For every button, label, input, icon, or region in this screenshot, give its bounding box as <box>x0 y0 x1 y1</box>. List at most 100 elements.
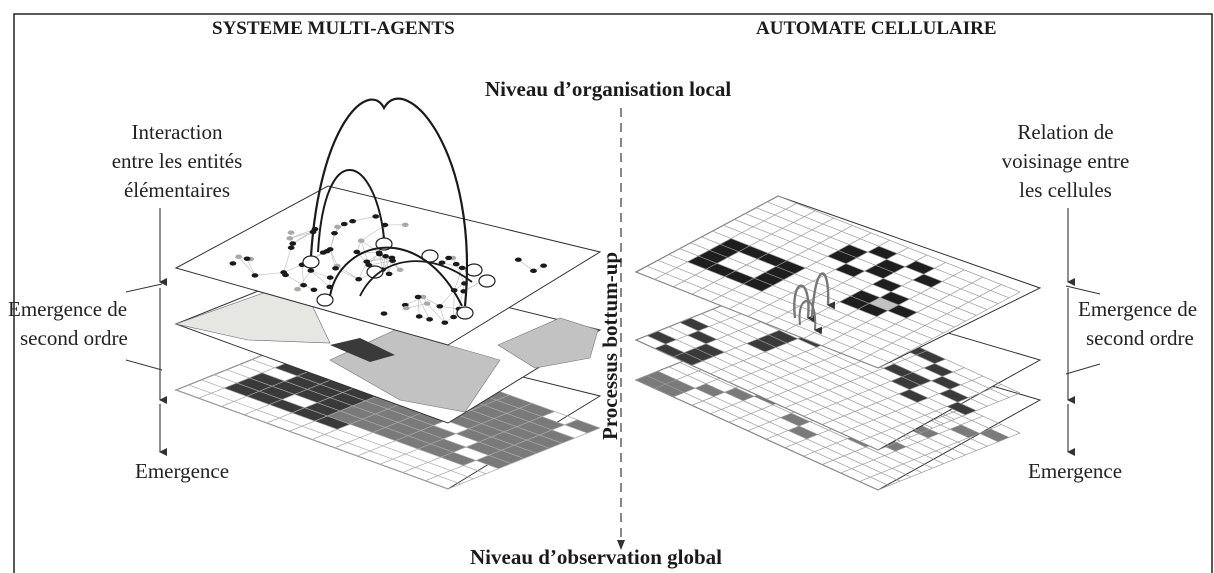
right-top-black-cell <box>757 253 787 267</box>
right-top-gridline <box>821 269 965 347</box>
agent-link <box>441 262 463 269</box>
left-top-agent-layer <box>174 185 602 346</box>
right-top-gridline <box>859 284 1002 361</box>
left-bottom-mid-cell <box>350 419 386 433</box>
left-bottom-mid-cell <box>456 428 492 442</box>
left-bottom-mid-cell <box>564 419 600 434</box>
right-bottom-gridline <box>840 415 983 474</box>
right-middle-gridline <box>635 339 879 451</box>
right-bracket-bottom <box>1065 363 1101 375</box>
left-bottom-mid-cell <box>385 422 421 436</box>
left-bottom-dark-cell <box>342 387 378 401</box>
agent-dot <box>419 294 427 300</box>
left-bottom-dark-cell <box>330 392 366 406</box>
right-middle-dark-cell <box>684 348 714 361</box>
right-middle-dark-cell <box>757 334 787 348</box>
right-middle-gridline <box>877 392 1021 451</box>
left-bottom-gridline <box>447 427 601 490</box>
left-bottom-mid-cell <box>365 395 401 409</box>
agent-dot <box>514 257 522 262</box>
agent-dot <box>382 254 390 259</box>
agent-dot <box>452 261 460 267</box>
agent-link <box>297 270 312 290</box>
agent-dot <box>229 261 237 266</box>
agent-dot <box>286 236 294 241</box>
left-second-line-1: Emergence de <box>8 297 128 321</box>
right-top-gridline <box>710 225 853 302</box>
neighbour-arc-2 <box>810 272 836 319</box>
agent-link <box>417 296 430 320</box>
right-middle-gridline <box>668 326 911 438</box>
agent-link <box>439 306 446 323</box>
left-bottom-mid-cell <box>468 423 504 437</box>
agent-dot <box>458 265 466 271</box>
right-bottom-mid-cell <box>780 413 810 427</box>
left-emergence-label: Emergence <box>135 459 230 483</box>
right-top-gridline <box>691 217 835 295</box>
right-bottom-mid-cell <box>646 371 677 385</box>
left-bottom-dark-cell <box>294 389 330 403</box>
agent-link <box>453 290 455 318</box>
left-bottom-dark-cell <box>236 377 272 392</box>
left-header: SYSTEME MULTI-AGENTS <box>212 18 455 39</box>
right-top-gridline <box>728 232 872 310</box>
right-top-gridline <box>679 248 922 345</box>
right-relation-label: Relation de voisinage entre les cellules <box>983 118 1148 205</box>
right-middle-gridline <box>859 384 1002 442</box>
left-bottom-mid-cell <box>516 421 552 435</box>
left-bottom-mid-cell <box>430 438 466 453</box>
right-top-black-cell <box>880 291 910 305</box>
right-middle-dark-cell <box>946 402 977 415</box>
agent-link <box>238 256 256 276</box>
agent-dot <box>355 277 363 282</box>
right-top-gridline <box>745 213 988 310</box>
agent-link <box>439 290 455 307</box>
right-top-black-cell <box>765 266 795 280</box>
agent-dot <box>375 250 383 255</box>
agent-link <box>417 296 420 317</box>
agent-dot <box>530 268 537 274</box>
left-bottom-mid-cell <box>388 403 424 418</box>
right-top-black-cell <box>738 245 769 260</box>
neighbour-arc-3 <box>798 299 823 335</box>
right-top-black-cell <box>838 244 868 258</box>
left-bottom-dark-cell <box>292 407 328 422</box>
left-bottom-gridline <box>357 394 510 457</box>
center-axis-label: Processus bottum-up <box>598 251 622 440</box>
left-bottom-dark-cell <box>314 416 350 430</box>
agent-link <box>337 265 359 280</box>
left-bottom-dark-cell <box>317 397 353 411</box>
agent-highlight <box>465 263 483 277</box>
right-middle-dark-cell <box>695 343 725 357</box>
agent-link <box>283 247 292 273</box>
left-second-order-label: Emergence de second ordre <box>8 295 128 353</box>
right-bottom-gridline <box>679 362 922 473</box>
right-top-black-cell <box>687 256 717 270</box>
left-bottom-dark-cell <box>320 379 356 393</box>
agent-dot <box>332 266 339 271</box>
agent-link <box>246 258 256 276</box>
left-bottom-dark-cell <box>259 386 295 400</box>
agent-link <box>358 261 368 280</box>
agent-dot <box>310 287 318 292</box>
left-bottom-gridline <box>379 402 533 465</box>
left-bottom-mid-cell <box>372 427 408 441</box>
agent-dot <box>307 268 315 273</box>
left-second-line-2: second ordre <box>20 326 128 350</box>
agent-link <box>518 259 534 272</box>
right-top-black-cell <box>839 296 870 310</box>
right-middle-gridline <box>679 322 922 433</box>
agent-dot <box>441 320 449 325</box>
agent-dot <box>380 311 388 316</box>
left-bottom-mid-cell <box>418 443 454 458</box>
agent-dot <box>357 238 365 243</box>
left-bottom-dark-cell <box>246 391 282 405</box>
left-bottom-gridline <box>402 411 555 473</box>
agent-highlight <box>302 255 320 269</box>
right-top-gridline <box>635 271 879 369</box>
right-middle-gridline <box>784 350 928 409</box>
left-bottom-mid-cell <box>395 435 431 449</box>
right-top-black-cell <box>709 244 739 258</box>
right-middle-gridline <box>646 335 890 446</box>
